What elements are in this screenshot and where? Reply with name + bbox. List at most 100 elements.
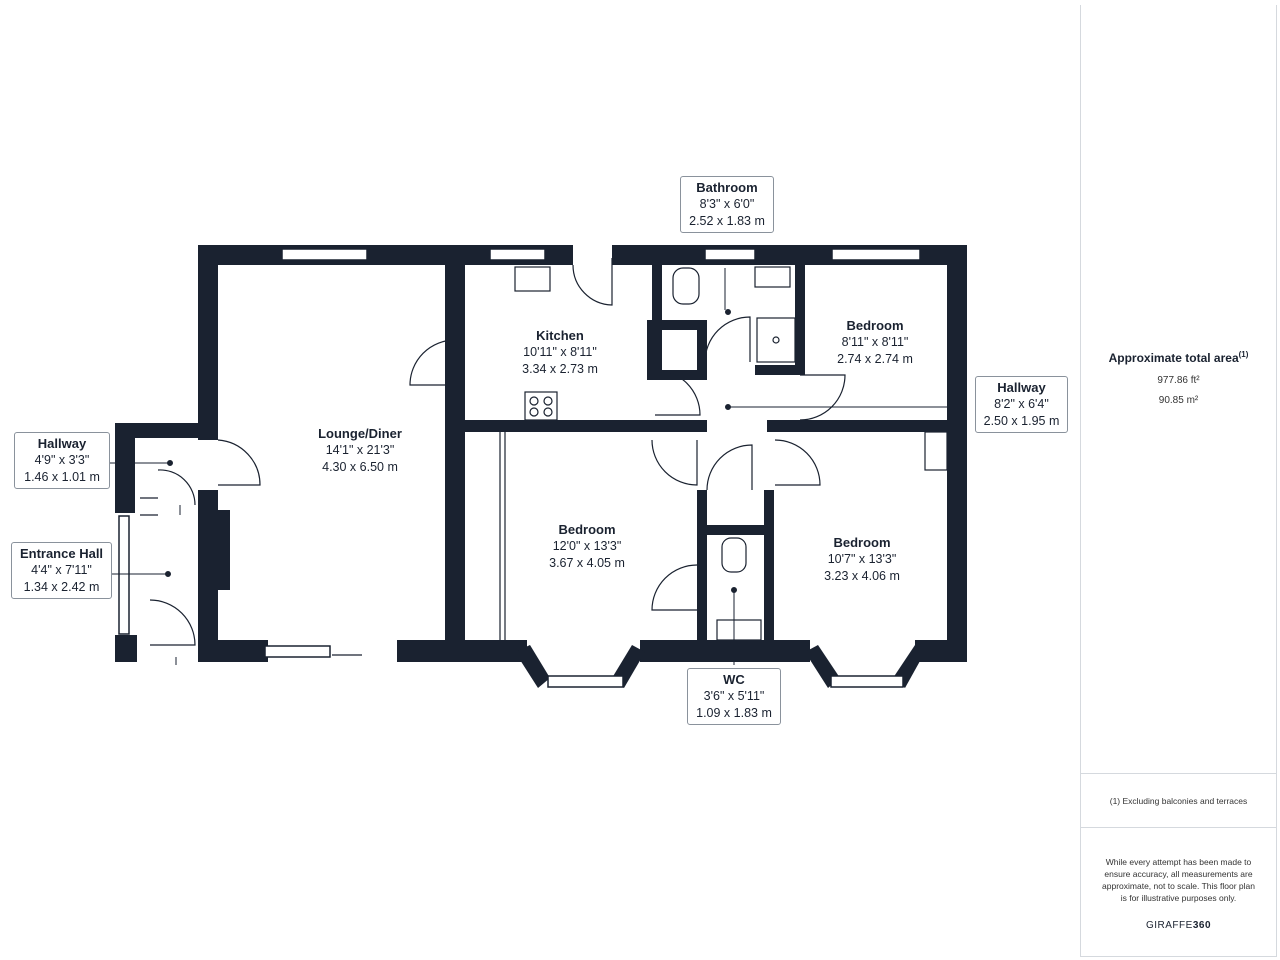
- fixtures: [140, 266, 948, 641]
- callout-imperial: 8'2" x 6'4": [994, 397, 1049, 411]
- doors: [149, 258, 846, 656]
- callout-metric: 2.52 x 1.83 m: [689, 214, 765, 228]
- room-name: Bedroom: [833, 535, 891, 550]
- callout-metric: 1.34 x 2.42 m: [23, 580, 100, 594]
- sidebar-divider: [1081, 827, 1276, 828]
- wall-west-lounge: [198, 245, 218, 440]
- door-wc: [706, 444, 753, 491]
- callout-hallway-right: Hallway 8'2" x 6'4" 2.50 x 1.95 m: [975, 376, 1068, 433]
- room-name: Kitchen: [536, 328, 584, 343]
- window-bay-se: [830, 675, 904, 688]
- wall-hall-west: [115, 423, 135, 513]
- window-lounge-north: [281, 248, 368, 261]
- toilet-bath: [672, 267, 700, 305]
- window-entrance-west: [118, 515, 130, 635]
- basin-wc: [716, 619, 762, 641]
- room-name: Bedroom: [558, 522, 616, 537]
- wall-bathroom-east: [795, 265, 805, 375]
- door-bath: [704, 316, 751, 363]
- wall-wc-north: [700, 525, 772, 535]
- callout-imperial: 3'6" x 5'11": [703, 689, 765, 703]
- room-label-bedroom-ne: Bedroom 8'11" x 8'11" 2.74 x 2.74 m: [815, 317, 935, 368]
- callout-entrance-hall: Entrance Hall 4'4" x 7'11" 1.34 x 2.42 m: [11, 542, 112, 599]
- room-imperial: 8'11" x 8'11": [841, 335, 909, 349]
- door-bedroom-center-wc: [651, 564, 698, 611]
- room-imperial: 14'1" x 21'3": [325, 443, 395, 457]
- area-title: Approximate total area(1): [1081, 350, 1276, 365]
- basin-bath: [754, 266, 791, 288]
- callout-name: WC: [723, 672, 745, 687]
- callout-metric: 1.09 x 1.83 m: [696, 706, 772, 720]
- room-metric: 3.34 x 2.73 m: [522, 362, 598, 376]
- callout-hallway-left: Hallway 4'9" x 3'3" 1.46 x 1.01 m: [14, 432, 110, 489]
- room-label-bedroom-se: Bedroom 10'7" x 13'3" 3.23 x 4.06 m: [797, 534, 927, 585]
- room-imperial: 10'11" x 8'11": [523, 345, 597, 359]
- room-metric: 2.74 x 2.74 m: [837, 352, 913, 366]
- bay-center-left: [515, 645, 550, 688]
- wall-south-center: [640, 640, 810, 662]
- wall-bathroom-south: [755, 365, 805, 375]
- callout-name: Hallway: [37, 436, 87, 451]
- window-kitchen-north: [489, 248, 546, 261]
- window-bedroom-ne: [831, 248, 921, 261]
- area-footnote-ref: (1): [1238, 350, 1249, 359]
- toilet-wc: [721, 537, 747, 573]
- wall-south-lounge-east: [397, 640, 527, 662]
- wall-wc-west: [697, 490, 707, 640]
- area-sqm: 90.85 m²: [1158, 395, 1199, 406]
- wall-entrance-west-low: [115, 635, 137, 662]
- dimension-lines: [110, 268, 947, 665]
- room-label-kitchen: Kitchen 10'11" x 8'11" 3.34 x 2.73 m: [495, 327, 625, 378]
- footnote-text: (1) Excluding balconies and terraces: [1109, 796, 1248, 806]
- wall-bedroom-se-north: [767, 420, 952, 432]
- windows: [118, 248, 921, 688]
- shower: [756, 317, 796, 363]
- callout-imperial: 4'9" x 3'3": [34, 453, 90, 467]
- callout-name: Hallway: [997, 380, 1046, 395]
- room-imperial: 10'7" x 13'3": [827, 552, 897, 566]
- brand-logo: GIRAFFE360: [1081, 920, 1276, 931]
- room-imperial: 12'0" x 13'3": [552, 539, 622, 553]
- walls: [115, 245, 967, 688]
- callout-metric: 1.46 x 1.01 m: [24, 470, 100, 484]
- door-kitchen-north: [572, 258, 613, 306]
- disclaimer-text: While every attempt has been made to ens…: [1102, 857, 1255, 903]
- callout-bathroom: Bathroom 8'3" x 6'0" 2.52 x 1.83 m: [680, 176, 774, 233]
- door-bedroom-center: [651, 439, 698, 486]
- door-bedroom-ne: [799, 374, 846, 421]
- wardrobe-se: [924, 431, 948, 471]
- room-name: Lounge/Diner: [318, 426, 402, 441]
- wall-fireplace: [205, 510, 230, 590]
- wall-hall-north: [115, 423, 218, 438]
- room-metric: 3.23 x 4.06 m: [824, 569, 900, 583]
- info-sidebar: Approximate total area(1) 977.86 ft² 90.…: [1080, 5, 1277, 957]
- room-metric: 4.30 x 6.50 m: [322, 460, 398, 474]
- brand-prefix: GIRAFFE: [1145, 920, 1193, 931]
- callout-imperial: 8'3" x 6'0": [699, 197, 755, 211]
- door-lounge-kitchen: [409, 339, 456, 386]
- door-hall-entrance: [157, 469, 196, 506]
- sidebar-divider: [1081, 773, 1276, 774]
- sink-kitchen: [514, 266, 551, 292]
- wall-south-east: [915, 640, 967, 662]
- door-entrance: [149, 599, 196, 646]
- window-bay-center: [547, 675, 624, 688]
- callout-imperial: 4'4" x 7'11": [31, 563, 92, 577]
- door-hall-lounge: [217, 439, 261, 486]
- area-sqft: 977.86 ft²: [1157, 375, 1200, 386]
- wall-east: [947, 245, 967, 662]
- window-bath-north: [704, 248, 756, 261]
- callout-name: Entrance Hall: [19, 546, 104, 561]
- window-lounge-south: [264, 645, 331, 658]
- wall-wc-east: [764, 490, 774, 640]
- room-name: Bedroom: [846, 318, 904, 333]
- callout-wc: WC 3'6" x 5'11" 1.09 x 1.83 m: [687, 668, 781, 725]
- wall-lounge-kitchen: [445, 245, 465, 640]
- area-title-text: Approximate total area: [1108, 351, 1239, 365]
- door-bedroom-se: [774, 439, 821, 486]
- room-metric: 3.67 x 4.05 m: [549, 556, 625, 570]
- room-label-bedroom-center: Bedroom 12'0" x 13'3" 3.67 x 4.05 m: [522, 521, 652, 572]
- hob: [524, 391, 558, 421]
- door-kitchen-hall: [654, 369, 701, 416]
- wall-kitchen-south: [465, 420, 707, 432]
